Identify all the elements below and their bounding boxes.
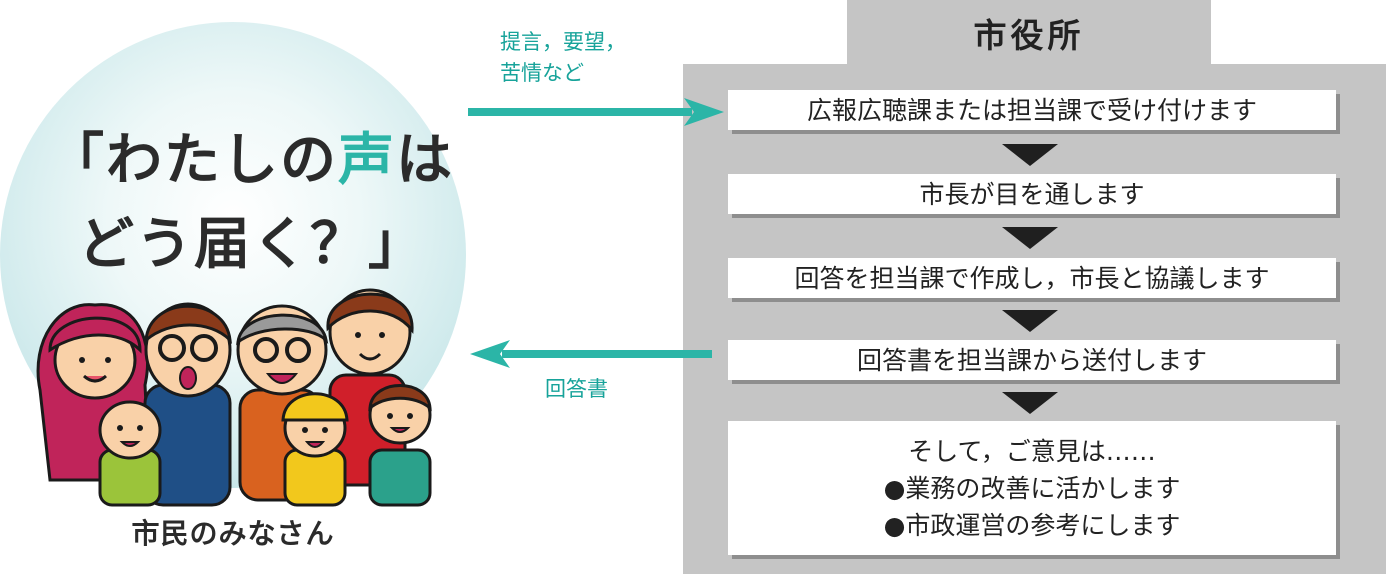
headline-accent: 声 — [338, 127, 396, 193]
person-child-right — [368, 384, 432, 507]
headline: 「わたしの声は どう届く？」 — [48, 118, 468, 286]
step-outcomes: そして，ご意見は…… ●業務の改善に活かします ●市政運営の参考にします — [728, 421, 1336, 555]
step-receive: 広報広聴課または担当課で受け付けます — [728, 90, 1336, 130]
citizens-illustration — [36, 288, 432, 507]
headline-line-1: 「わたしの声は — [48, 118, 468, 202]
person-child-cap — [281, 392, 349, 507]
proposal-note: 提言，要望， 苦情など — [500, 27, 626, 89]
step-receive-text: 広報広聴課または担当課で受け付けます — [806, 95, 1257, 125]
city-hall-title: 市役所 — [847, 0, 1211, 66]
step-draft-reply-text: 回答を担当課で作成し，市長と協議します — [794, 263, 1270, 293]
proposal-note-line-2: 苦情など — [500, 61, 584, 85]
step-send-reply-text: 回答書を担当課から送付します — [856, 345, 1207, 375]
reply-note: 回答書 — [545, 377, 608, 401]
person-child-left — [98, 400, 162, 507]
outcome-item: ●市政運営の参考にします — [883, 510, 1181, 540]
down-arrow-icon — [1002, 144, 1058, 166]
down-arrow-icon — [1002, 227, 1058, 249]
headline-text-b: は — [396, 127, 454, 193]
step-draft-reply: 回答を担当課で作成し，市長と協議します — [728, 258, 1336, 298]
citizens-label: 市民のみなさん — [131, 517, 335, 550]
arrow-to-citizens — [470, 340, 712, 368]
step-send-reply: 回答書を担当課から送付します — [728, 340, 1336, 380]
outcomes-intro: そして，ご意見は…… — [908, 436, 1156, 466]
outcome-item: ●業務の改善に活かします — [883, 473, 1181, 503]
proposal-note-line-1: 提言，要望， — [500, 30, 626, 54]
down-arrow-icon — [1002, 392, 1058, 414]
headline-text-a: 「わたしの — [48, 127, 338, 193]
down-arrow-icon — [1002, 310, 1058, 332]
step-mayor-review: 市長が目を通します — [728, 174, 1336, 214]
headline-line-2: どう届く？」 — [78, 211, 426, 277]
step-mayor-review-text: 市長が目を通します — [919, 179, 1145, 209]
arrow-to-city-hall — [468, 98, 724, 126]
